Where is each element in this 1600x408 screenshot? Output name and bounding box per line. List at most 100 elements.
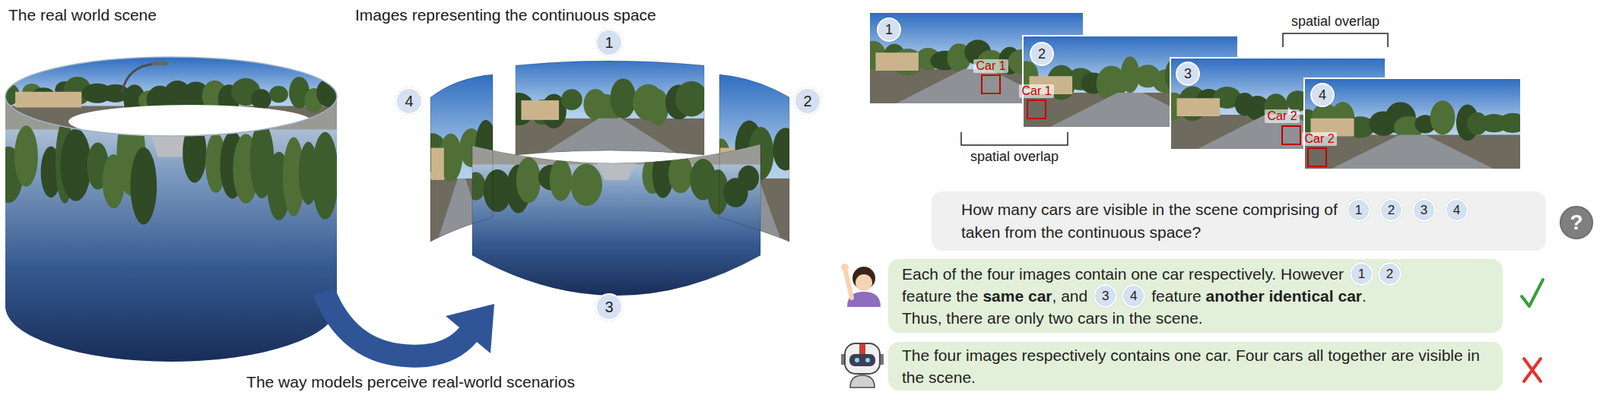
tree	[60, 128, 91, 201]
ground	[1304, 134, 1521, 170]
node-text: The four images respectively contains on…	[901, 344, 1489, 389]
overlap-label: spatial overlap	[970, 149, 1059, 166]
tree	[570, 164, 603, 207]
node-text: 3	[1101, 289, 1109, 303]
sky	[869, 12, 1084, 105]
lamp-post	[121, 63, 156, 93]
car-label: Car 2	[1264, 109, 1299, 124]
sky	[5, 91, 337, 366]
node-text: 4	[1453, 203, 1461, 217]
node-text: another identical car	[1206, 285, 1362, 308]
node-text: feature	[1151, 285, 1201, 308]
callout-number: 4	[395, 87, 423, 115]
tree	[647, 88, 669, 126]
node-text: 2	[803, 93, 812, 109]
node-text: 2	[1387, 203, 1395, 217]
car-box	[981, 75, 1000, 94]
photo-scene	[1297, 78, 1527, 170]
car-label: Car 1	[1019, 84, 1054, 99]
tree	[269, 85, 289, 103]
robot-visor	[849, 354, 876, 367]
image-frame	[1304, 78, 1521, 170]
image-frame	[869, 12, 1084, 105]
panel-heading: Images representing the continuous space	[355, 6, 657, 25]
tree	[311, 132, 339, 220]
panel-outline	[515, 60, 705, 156]
node-text: 3	[1420, 203, 1428, 217]
tree	[737, 165, 759, 191]
panel-caption: The way models perceive real-world scena…	[246, 373, 575, 392]
node-text: Thus, there are only two cars in the sce…	[901, 307, 1204, 330]
image-number: 1	[876, 17, 902, 42]
building	[520, 100, 559, 121]
overlap-label: spatial overlap	[1291, 13, 1380, 30]
lamp	[152, 61, 168, 66]
ground	[5, 91, 337, 130]
photo-scene	[0, 91, 339, 366]
node-text: taken from the continuous space?	[961, 221, 1201, 245]
inline-image-number: 2	[1379, 198, 1404, 223]
node-text: 4	[404, 93, 413, 109]
tree	[561, 88, 583, 111]
human-answer-bubble: Each of the four images contain one car …	[888, 259, 1503, 334]
node-text: Each of the four images contain one car …	[901, 263, 1344, 286]
road	[1330, 134, 1496, 170]
tree	[14, 125, 39, 187]
node-text: 1	[1358, 267, 1366, 281]
node-text: same car	[982, 285, 1052, 308]
robot-stripe	[859, 344, 866, 355]
node-text: ?	[1569, 212, 1583, 234]
panel-outline	[719, 74, 790, 242]
car-label: Car 1	[973, 59, 1008, 74]
node-text: 4	[1318, 88, 1327, 102]
building	[1176, 98, 1220, 117]
car-box	[1282, 126, 1301, 145]
image-number: 4	[1310, 82, 1335, 108]
tree	[182, 123, 207, 184]
node-text: 3	[604, 299, 613, 315]
callout-number: 2	[793, 87, 822, 115]
car-label: Car 2	[1301, 132, 1337, 147]
inline-image-number: 3	[1412, 198, 1436, 223]
tree	[772, 127, 798, 171]
photo-scene	[859, 12, 1086, 105]
tree	[1430, 100, 1456, 135]
photo-scene	[503, 56, 708, 157]
curved-arrow-head	[445, 304, 495, 354]
inline-image-number: 1	[1349, 262, 1374, 286]
sky	[472, 142, 761, 299]
inline-image-number: 3	[1093, 284, 1118, 308]
cross-mark	[1523, 358, 1541, 382]
building	[431, 148, 445, 181]
node-text: 3	[1184, 66, 1192, 81]
tree	[316, 78, 342, 108]
tree	[549, 158, 572, 202]
question-icon: ?	[1559, 206, 1594, 240]
inline-image-number: 1	[1346, 198, 1371, 223]
tree	[609, 78, 636, 119]
node-text: 1	[1355, 203, 1362, 217]
check-mark	[1521, 279, 1543, 307]
node-text: 1	[885, 22, 893, 37]
inline-image-number: 4	[1444, 198, 1469, 223]
callout-number: 3	[595, 293, 623, 321]
sky	[1304, 78, 1521, 170]
node-text: , and	[1051, 285, 1088, 308]
tree	[516, 157, 541, 204]
sky	[515, 56, 705, 157]
robot-body	[850, 375, 875, 388]
cylinder-rim	[5, 57, 337, 137]
robot-head	[844, 343, 880, 375]
panel-heading: The real world scene	[8, 6, 157, 25]
node-text: feature the	[901, 285, 978, 308]
node-text: How many cars are visible in the scene c…	[961, 198, 1338, 222]
overlap-bracket	[1282, 33, 1388, 48]
car-box	[1027, 100, 1046, 119]
curved-arrow-shaft	[323, 292, 469, 357]
image-number: 2	[1029, 41, 1054, 67]
tree	[1498, 113, 1527, 134]
panel-outline	[430, 74, 493, 242]
tree	[130, 147, 157, 226]
human-face	[855, 274, 873, 292]
